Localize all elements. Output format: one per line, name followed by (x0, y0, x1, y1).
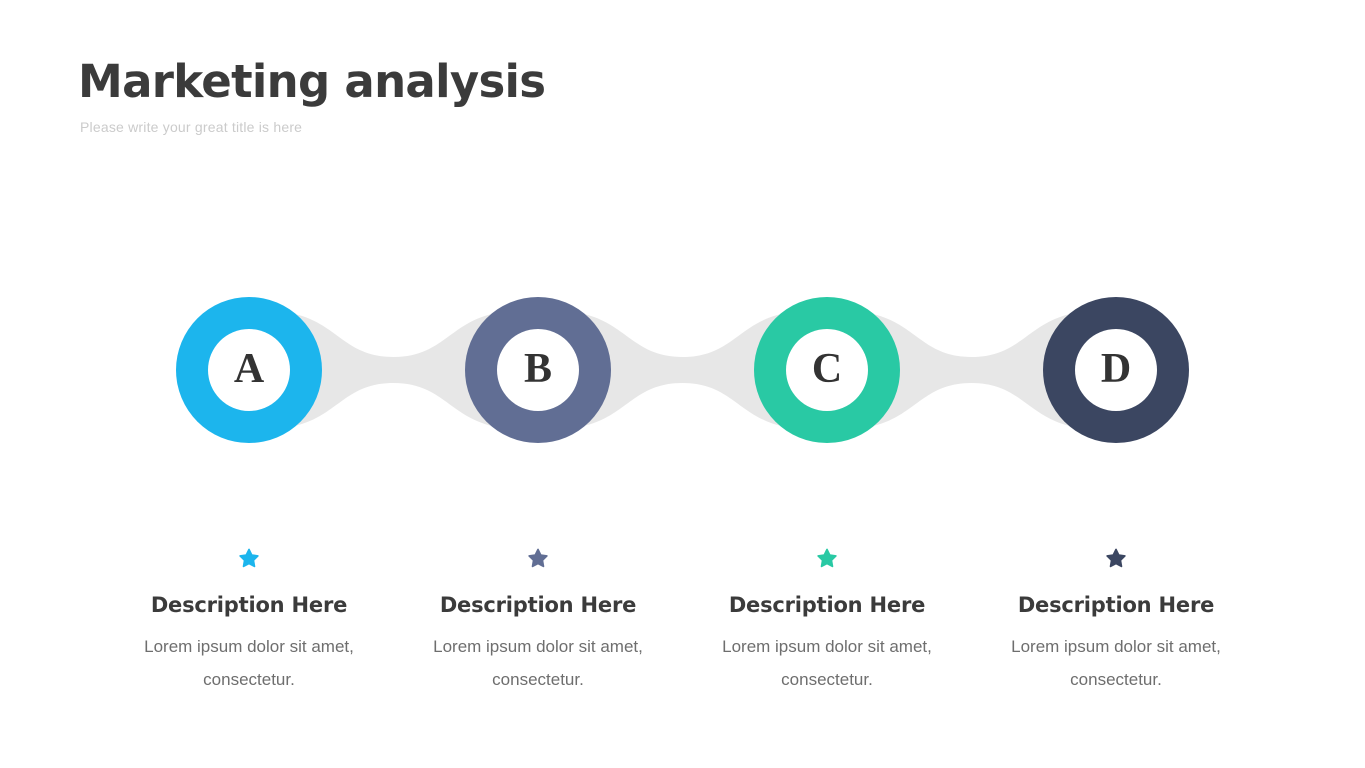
star-icon (817, 548, 837, 568)
column-title: Description Here (728, 593, 926, 617)
step-node-b[interactable]: B (465, 297, 611, 443)
step-node-inner-a: A (208, 329, 290, 411)
connector-2 (845, 311, 1098, 429)
page-title: Marketing analysis (78, 55, 546, 108)
column-title: Description Here (439, 593, 637, 617)
page-subtitle: Please write your great title is here (80, 119, 303, 136)
connector-group (267, 311, 1098, 429)
step-letter: D (1100, 345, 1132, 392)
step-node-inner-b: B (497, 329, 579, 411)
connector-0 (267, 311, 520, 429)
star-icon (528, 548, 548, 568)
process-diagram: A B C D (0, 280, 1365, 470)
slide-header: Marketing analysis Please write your gre… (78, 55, 546, 136)
node-group: A B C D (0, 280, 1365, 470)
step-letter: C (811, 345, 843, 392)
step-letter: B (523, 345, 552, 392)
step-node-a[interactable]: A (176, 297, 322, 443)
column-body: Lorem ipsum dolor sit amet, consectetur. (144, 637, 354, 690)
step-node-inner-d: D (1075, 329, 1157, 411)
column-body: Lorem ipsum dolor sit amet, consectetur. (722, 637, 932, 690)
connector-1 (556, 311, 809, 429)
star-icon (239, 548, 259, 568)
star-icon (1106, 548, 1126, 568)
column-body: Lorem ipsum dolor sit amet, consectetur. (433, 637, 643, 690)
step-node-d[interactable]: D (1043, 297, 1189, 443)
step-letter: A (233, 345, 265, 392)
step-node-c[interactable]: C (754, 297, 900, 443)
column-title: Description Here (1017, 593, 1215, 617)
column-title: Description Here (150, 593, 348, 617)
column-body: Lorem ipsum dolor sit amet, consectetur. (1011, 637, 1221, 690)
step-node-inner-c: C (786, 329, 868, 411)
